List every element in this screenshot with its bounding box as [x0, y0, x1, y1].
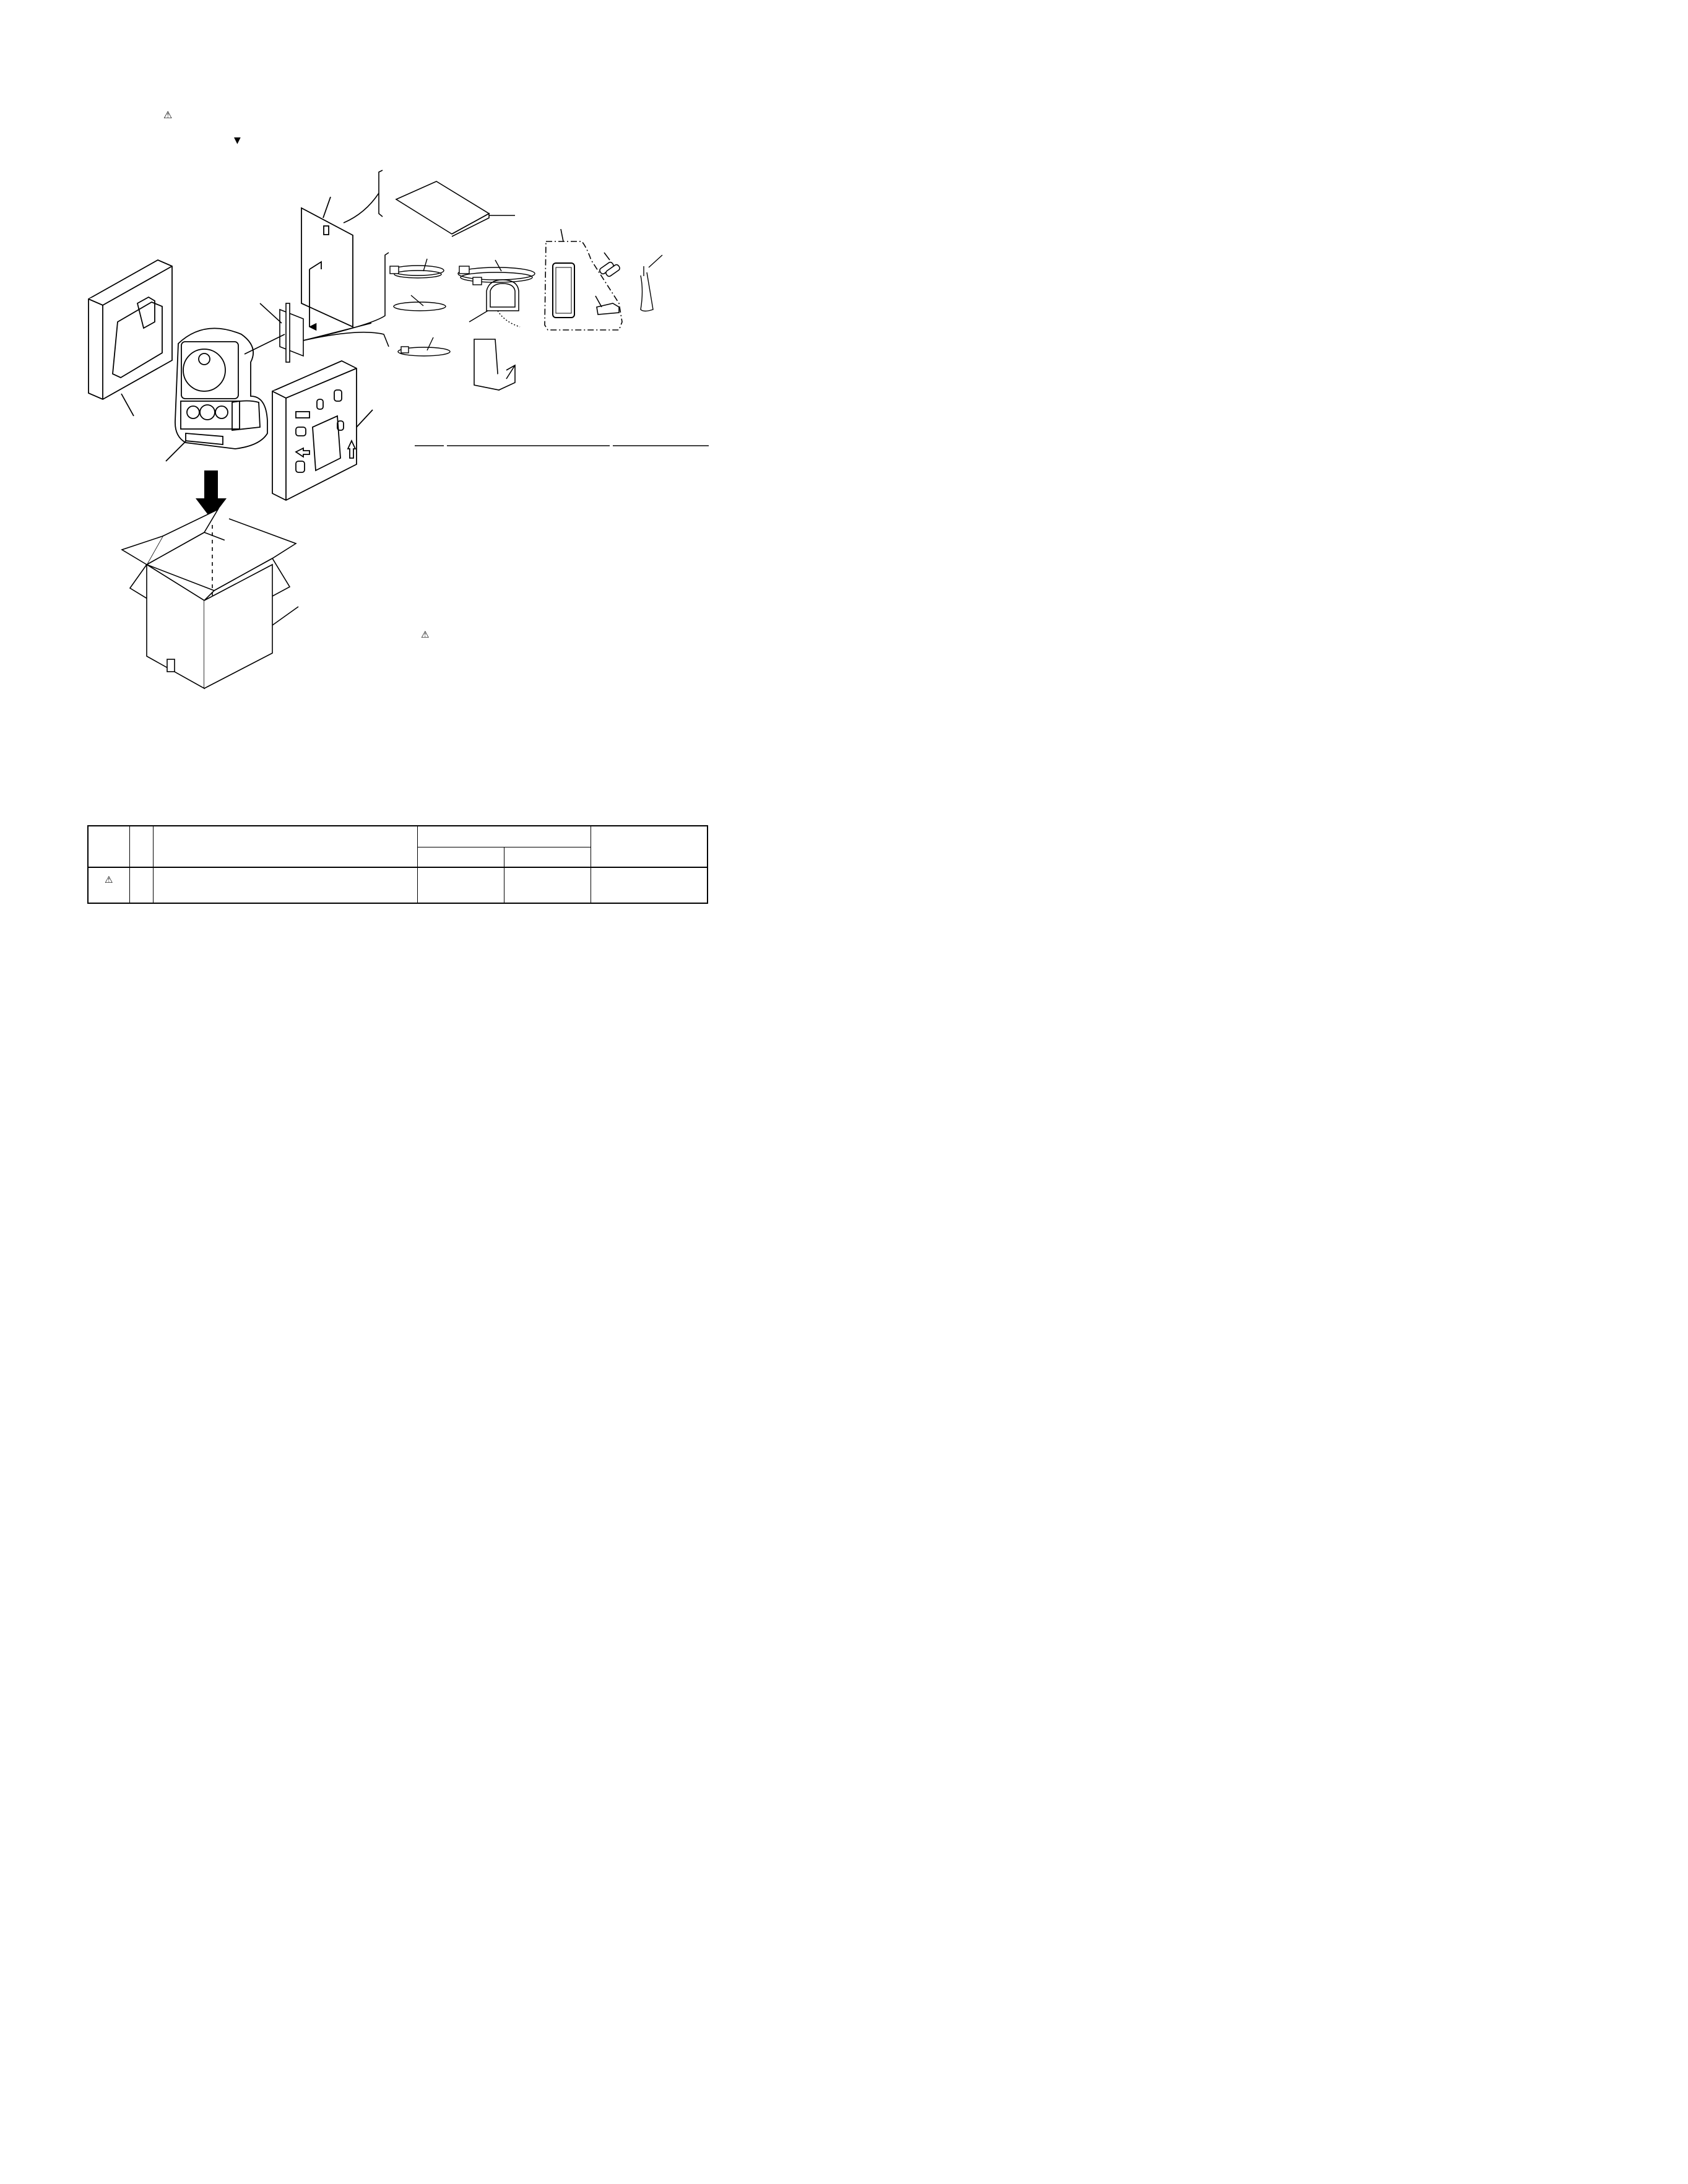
main-unit: [165, 327, 268, 462]
table-header-cell: [87, 825, 130, 868]
body-safety-warning-icon: ⚠: [421, 629, 430, 640]
carton-box: [121, 508, 299, 690]
table-cell: [503, 867, 591, 904]
fm-antenna-wire: [640, 254, 663, 312]
table-cell: [129, 867, 154, 904]
marker-triangle-icon: ▼: [234, 136, 241, 145]
table-header-cell: [590, 825, 708, 868]
table-cell: [417, 867, 504, 904]
table-header-cell: [417, 846, 504, 868]
parts-table: ⚠: [87, 825, 708, 904]
warning-triangle-icon: ⚠: [105, 874, 113, 885]
operation-manual: [395, 181, 515, 237]
accessory-cables: [389, 258, 535, 357]
table-header-cell: [152, 825, 418, 868]
am-loop-antenna: [469, 279, 521, 327]
table-cell: [590, 867, 708, 904]
safety-warning-icon: ⚠: [163, 109, 173, 121]
packing-exploded-diagram: [88, 170, 709, 690]
table-cell: [152, 867, 418, 904]
left-foam-pad: [88, 259, 173, 417]
accessory-bag: [301, 196, 353, 331]
table-header-cell: [503, 846, 591, 868]
remote-control-group: [544, 228, 623, 331]
table-header-cell: [417, 825, 591, 847]
insert-arrow-icon: [196, 470, 227, 519]
table-header-cell: [129, 825, 154, 868]
table-cell-safety: ⚠: [87, 867, 130, 904]
separator-sheet: [474, 339, 516, 391]
right-foam-pad: [272, 360, 373, 501]
bracket-lines: [303, 170, 389, 347]
